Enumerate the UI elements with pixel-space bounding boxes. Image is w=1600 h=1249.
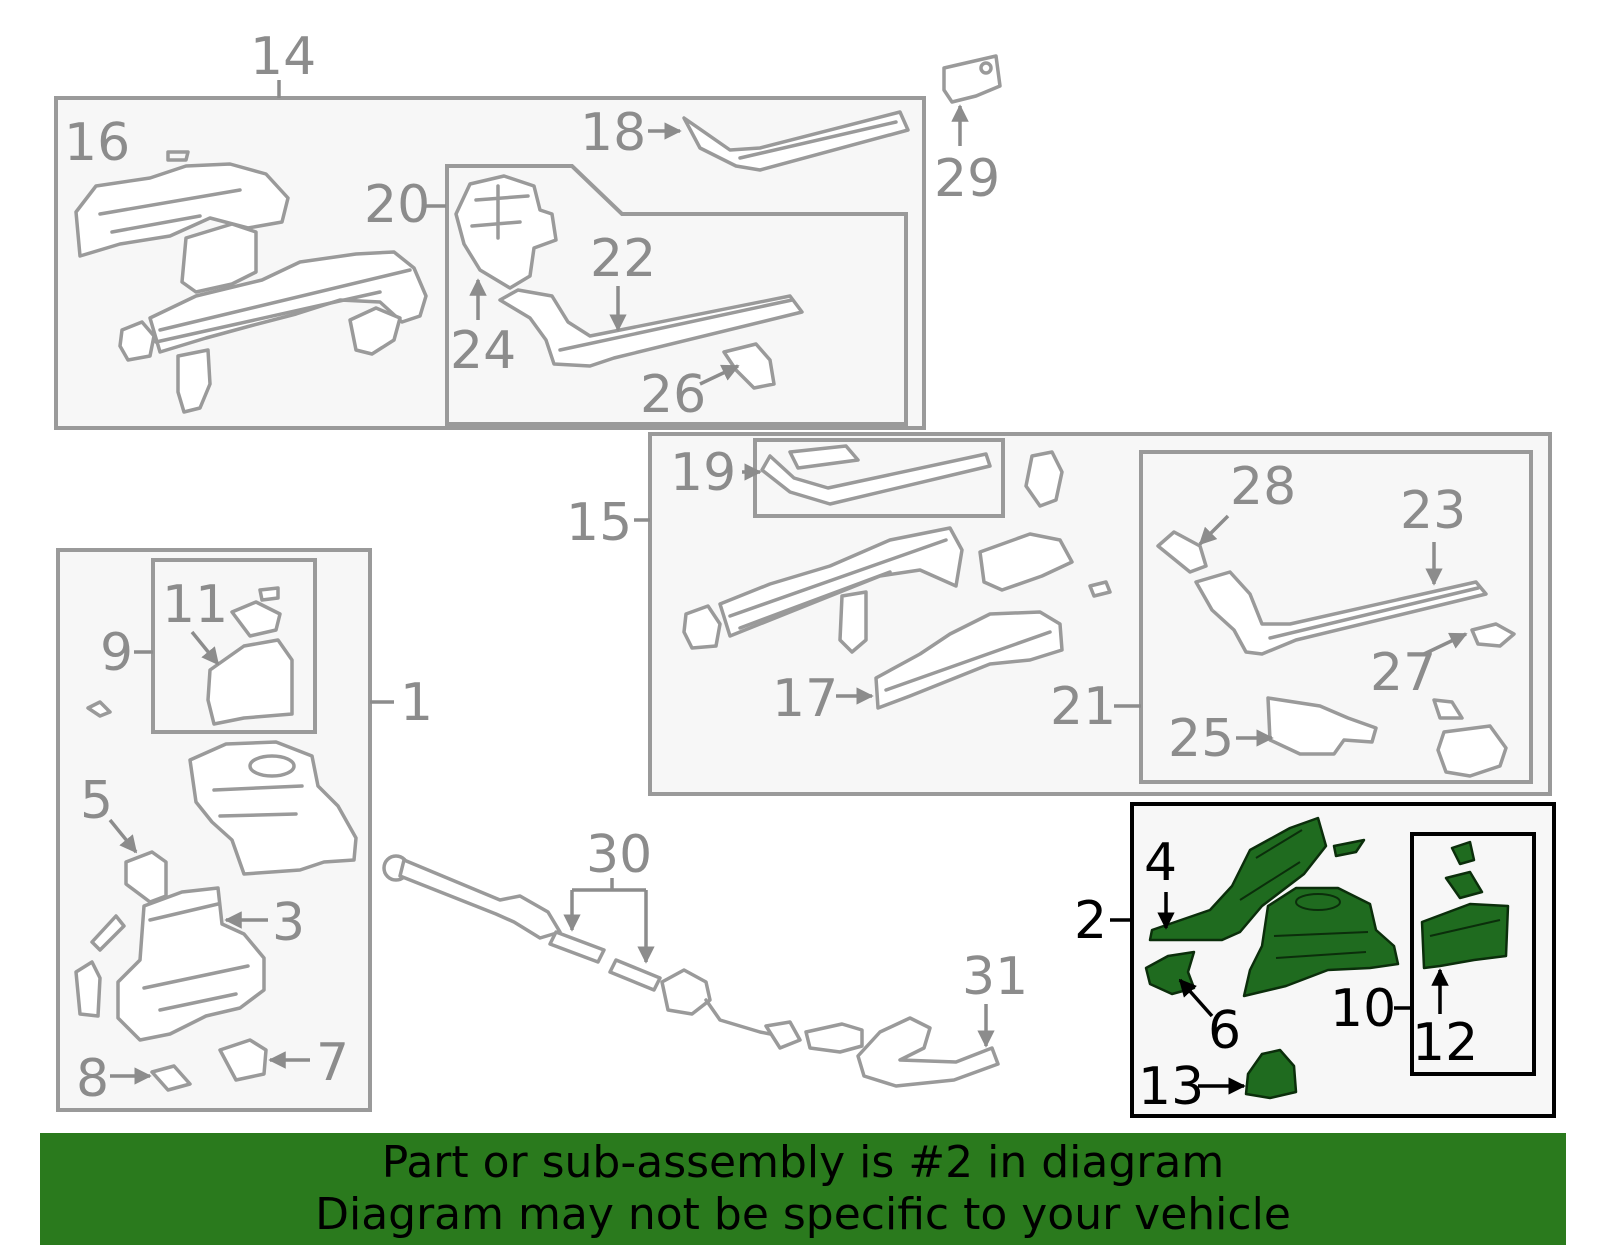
part-30-drawing xyxy=(382,854,802,1050)
part-15-rail-drawing xyxy=(682,450,1112,654)
part-7-drawing xyxy=(218,1038,310,1082)
callout-2: 2 xyxy=(1074,891,1107,951)
part-1-brackets-drawing xyxy=(74,914,126,1018)
callout-22: 22 xyxy=(590,229,656,289)
callout-15: 15 xyxy=(566,493,632,553)
callout-17: 17 xyxy=(772,669,838,729)
callout-30: 30 xyxy=(586,825,652,885)
part-22-drawing xyxy=(498,286,804,368)
part-13-drawing xyxy=(1198,1048,1298,1100)
part-14-rail-drawing xyxy=(118,222,428,414)
callout-7: 7 xyxy=(316,1033,349,1093)
callout-20: 20 xyxy=(364,175,430,235)
callout-18: 18 xyxy=(580,103,646,163)
part-26-drawing xyxy=(699,342,776,390)
callout-9: 9 xyxy=(100,623,133,683)
part-4-drawing xyxy=(1148,816,1366,942)
part-2-wheelhouse-drawing xyxy=(1242,886,1400,998)
callout-19: 19 xyxy=(670,443,736,503)
callout-1: 1 xyxy=(400,673,433,733)
callout-27: 27 xyxy=(1370,643,1436,703)
part-21-drawing xyxy=(1432,698,1508,778)
part-11-drawing xyxy=(190,586,294,726)
callout-11: 11 xyxy=(162,575,228,635)
part-12-drawing xyxy=(1420,840,1510,1014)
part-18-drawing xyxy=(648,110,910,172)
part-19-drawing xyxy=(742,444,992,506)
part-8-drawing xyxy=(110,1064,192,1092)
callout-24: 24 xyxy=(450,321,516,381)
part-20-24-drawing xyxy=(422,174,558,320)
part-1-small-drawing xyxy=(86,700,112,718)
callout-13: 13 xyxy=(1138,1057,1204,1117)
callout-8: 8 xyxy=(76,1049,109,1109)
part-5-drawing xyxy=(108,818,168,904)
part-1-wheelhouse-drawing xyxy=(188,740,358,876)
part-16-drawing xyxy=(74,150,290,258)
banner-line-1: Part or sub-assembly is #2 in diagram xyxy=(381,1137,1225,1188)
callout-4: 4 xyxy=(1144,833,1177,893)
part-29-drawing xyxy=(942,54,1002,146)
part-28-drawing xyxy=(1156,514,1230,574)
part-6-drawing xyxy=(1144,950,1214,1018)
part-17-drawing xyxy=(836,610,1064,710)
callout-23: 23 xyxy=(1400,481,1466,541)
callout-31: 31 xyxy=(962,947,1028,1007)
banner-line-2: Diagram may not be specific to your vehi… xyxy=(315,1189,1291,1240)
callout-5: 5 xyxy=(80,771,113,831)
callout-14: 14 xyxy=(250,27,316,87)
callout-29: 29 xyxy=(934,149,1000,209)
info-banner: Part or sub-assembly is #2 in diagram Di… xyxy=(40,1133,1566,1245)
callout-3: 3 xyxy=(272,893,305,953)
callout-21: 21 xyxy=(1050,677,1116,737)
part-23-drawing xyxy=(1194,542,1488,656)
callout-25: 25 xyxy=(1168,709,1234,769)
callout-16: 16 xyxy=(64,113,130,173)
part-27-drawing xyxy=(1423,622,1516,656)
part-31-drawing xyxy=(804,1004,1000,1088)
part-25-drawing xyxy=(1236,696,1378,756)
callout-26: 26 xyxy=(640,365,706,425)
part-3-drawing xyxy=(116,886,268,1042)
callout-10: 10 xyxy=(1330,979,1396,1039)
callout-28: 28 xyxy=(1230,457,1296,517)
callout-12: 12 xyxy=(1412,1013,1478,1073)
callout-6: 6 xyxy=(1208,1001,1241,1061)
